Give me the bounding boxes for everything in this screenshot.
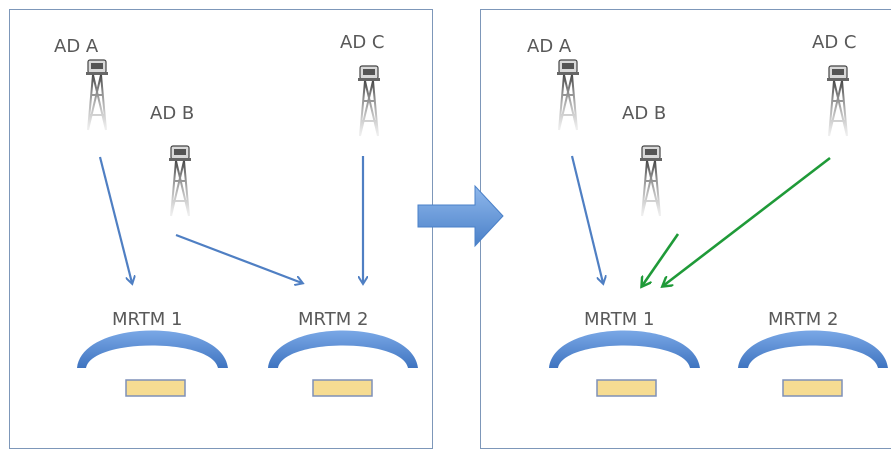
after-panel [480, 9, 891, 449]
link-arrow [98, 156, 132, 283]
tower-label-ad-a: AD A [54, 36, 99, 57]
reassigned-link-arrow [663, 156, 831, 286]
console-screen [782, 379, 843, 397]
console-mrtm-1 [549, 330, 700, 397]
tower-label-ad-c: AD C [340, 32, 385, 53]
console-mrtm-2 [268, 330, 418, 397]
transition-arrow [417, 184, 504, 248]
console-mrtm-1 [77, 330, 228, 397]
diagram-graphics [77, 59, 888, 397]
reassigned-link-arrow [642, 233, 680, 286]
tower-icon [168, 145, 192, 217]
mrtm-label-1: MRTM 1 [584, 309, 655, 330]
tower-icon [357, 65, 381, 137]
tower-label-ad-b: AD B [150, 103, 195, 124]
tower-label-ad-c: AD C [812, 32, 857, 53]
tower-icon [556, 59, 580, 131]
mrtm-label-1: MRTM 1 [112, 309, 183, 330]
tower-icon [639, 145, 663, 217]
console-screen [125, 379, 186, 397]
tower-label-ad-a: AD A [527, 36, 572, 57]
mrtm-label-2: MRTM 2 [298, 309, 369, 330]
link-arrow [175, 233, 302, 283]
console-mrtm-2 [738, 330, 888, 397]
tower-label-ad-b: AD B [622, 103, 667, 124]
console-screen [596, 379, 657, 397]
link-arrow [570, 155, 603, 283]
console-screen [312, 379, 373, 397]
tower-icon [826, 65, 850, 137]
tower-icon [85, 59, 109, 131]
mrtm-label-2: MRTM 2 [768, 309, 839, 330]
